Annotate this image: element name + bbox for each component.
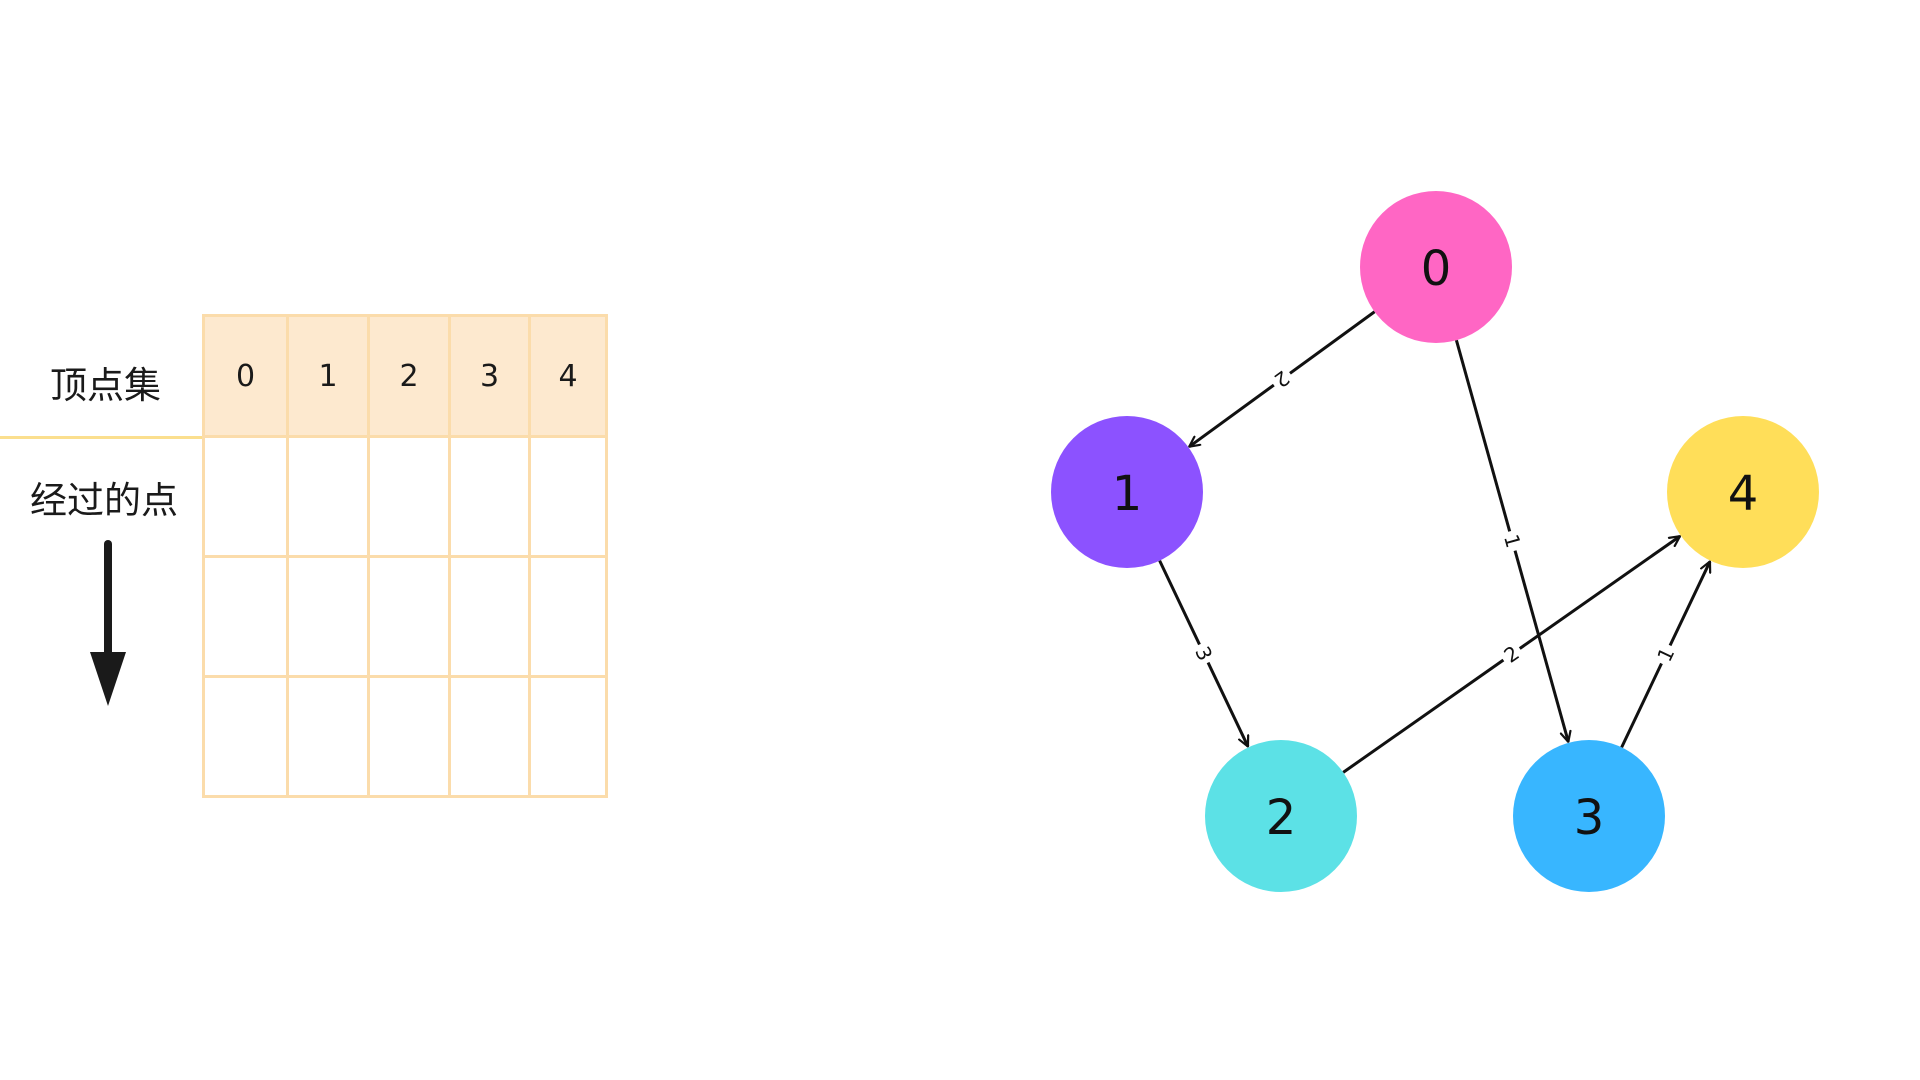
edge-label-background xyxy=(1498,528,1527,554)
table-cell xyxy=(202,675,289,798)
table-cell xyxy=(367,435,451,558)
table-row xyxy=(202,675,608,798)
edge-label-background xyxy=(1188,639,1219,668)
table-row xyxy=(202,435,608,558)
table-cell xyxy=(286,555,370,678)
column-header-0: 0 xyxy=(202,314,289,438)
table-cell xyxy=(528,435,608,558)
vertex-set-label: 顶点集 xyxy=(50,364,161,407)
edge-weight-label: 1 xyxy=(1499,532,1526,551)
node-label: 4 xyxy=(1728,466,1759,522)
edge-label-background xyxy=(1650,640,1681,669)
table-header-row: 0 1 2 3 4 xyxy=(202,314,608,438)
table-cell xyxy=(528,675,608,798)
table-cell xyxy=(286,435,370,558)
node-3 xyxy=(1513,740,1665,892)
column-header-4: 4 xyxy=(528,314,608,438)
table-cell xyxy=(202,435,289,558)
table-cell xyxy=(367,675,451,798)
down-arrow-icon xyxy=(90,540,126,706)
visited-vertices-label: 经过的点 xyxy=(30,479,178,522)
node-label: 2 xyxy=(1266,790,1297,846)
table-row xyxy=(202,555,608,678)
node-1 xyxy=(1051,416,1203,568)
column-header-1: 1 xyxy=(286,314,370,438)
node-4 xyxy=(1667,416,1819,568)
nodes-layer: 0 1 2 3 4 xyxy=(1051,191,1819,892)
node-label: 3 xyxy=(1574,790,1605,846)
table-cell xyxy=(448,675,531,798)
column-header-2: 2 xyxy=(367,314,451,438)
edge-label-background xyxy=(1496,638,1527,670)
node-2 xyxy=(1205,740,1357,892)
node-label: 0 xyxy=(1421,241,1452,297)
header-underline xyxy=(0,436,203,439)
node-label: 1 xyxy=(1112,466,1143,522)
edge-label-background xyxy=(1266,363,1298,395)
table-cell xyxy=(448,555,531,678)
node-0 xyxy=(1360,191,1512,343)
table-cell xyxy=(367,555,451,678)
table-cell xyxy=(202,555,289,678)
table-cell xyxy=(528,555,608,678)
table-cell xyxy=(448,435,531,558)
vertex-table: 0 1 2 3 4 xyxy=(202,314,608,798)
table-cell xyxy=(286,675,370,798)
column-header-3: 3 xyxy=(448,314,531,438)
